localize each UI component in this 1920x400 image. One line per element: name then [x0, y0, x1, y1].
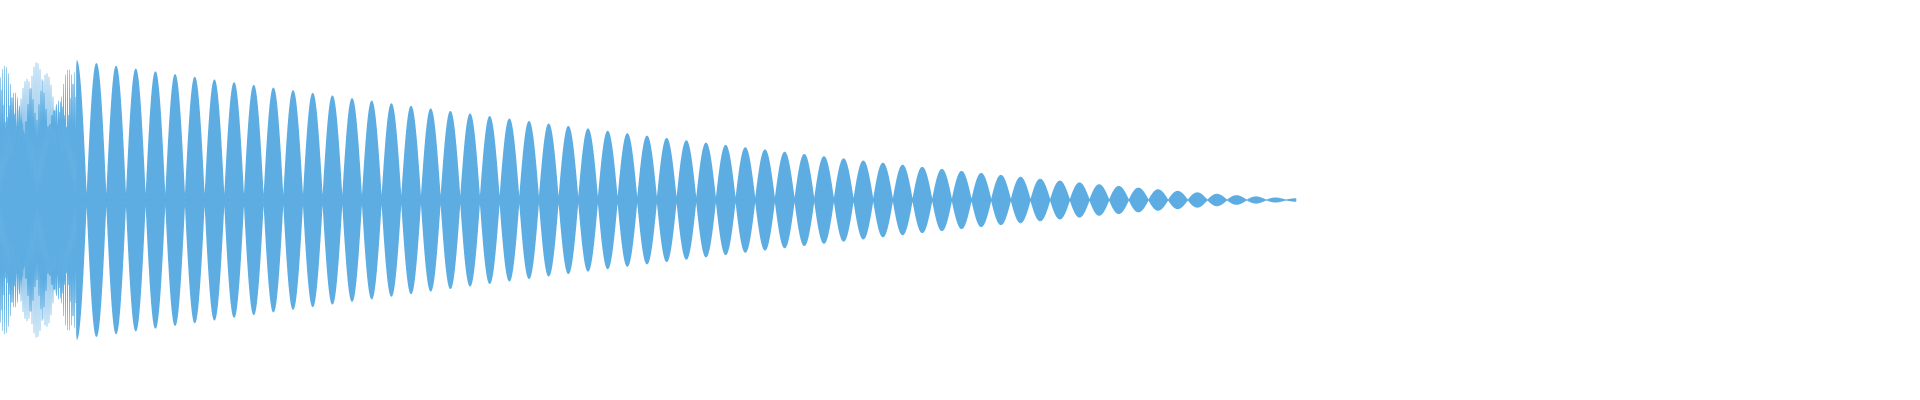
waveform-view[interactable]	[0, 0, 1920, 400]
waveform-icon[interactable]	[0, 0, 1920, 400]
